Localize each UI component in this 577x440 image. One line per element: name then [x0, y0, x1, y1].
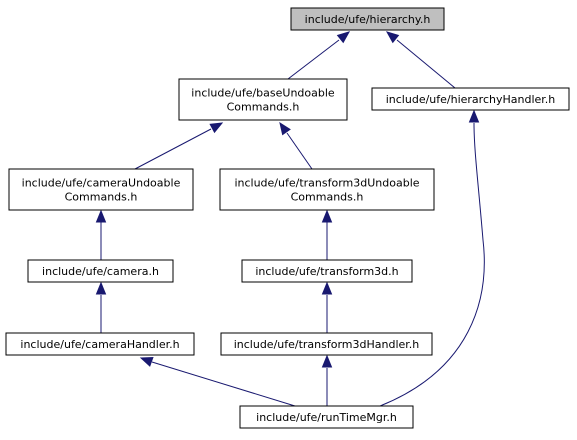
- node-label: Commands.h: [291, 191, 364, 204]
- edge-runTimeMgr-to-hierarchyHandler: [379, 109, 485, 407]
- node-box[interactable]: [290, 7, 445, 31]
- nodes-layer: include/ufe/hierarchy.h include/ufe/baseU…: [5, 7, 570, 429]
- arrowhead-icon: [139, 357, 154, 367]
- node-box[interactable]: [178, 78, 348, 121]
- node-box[interactable]: [241, 259, 413, 283]
- node-runTimeMgr[interactable]: include/ufe/runTimeMgr.h: [239, 405, 414, 429]
- node-camera[interactable]: include/ufe/camera.h: [27, 259, 174, 283]
- arrowhead-icon: [279, 121, 291, 136]
- node-label: Commands.h: [227, 101, 300, 114]
- edge-line: [134, 128, 212, 170]
- arrowhead-icon: [321, 281, 333, 295]
- arrowhead-icon: [321, 209, 333, 223]
- edge-baseUndoableCommands-to-hierarchy: [287, 31, 351, 80]
- node-box[interactable]: [5, 332, 195, 356]
- node-label: include/ufe/hierarchyHandler.h: [386, 93, 556, 106]
- arrowhead-icon: [95, 281, 107, 295]
- node-label: include/ufe/transform3dHandler.h: [234, 338, 420, 351]
- edge-line: [151, 361, 296, 407]
- edge-hierarchyHandler-to-hierarchy: [385, 31, 456, 89]
- node-box[interactable]: [220, 332, 433, 356]
- arrowhead-icon: [321, 354, 333, 368]
- node-hierarchy[interactable]: include/ufe/hierarchy.h: [290, 7, 445, 31]
- node-label: include/ufe/runTimeMgr.h: [256, 411, 397, 424]
- edge-transform3dUndoableCommands-to-baseUndoableCommands: [279, 121, 313, 170]
- arrowhead-icon: [468, 109, 480, 123]
- node-label: include/ufe/baseUndoable: [191, 87, 335, 100]
- edge-line: [379, 122, 485, 407]
- node-label: include/ufe/cameraUndoable: [22, 177, 181, 190]
- edge-cameraUndoableCommands-to-baseUndoableCommands: [134, 122, 224, 170]
- arrowhead-icon: [209, 122, 224, 134]
- node-label: include/ufe/hierarchy.h: [305, 13, 431, 26]
- node-label: include/ufe/transform3d.h: [255, 265, 398, 278]
- arrowhead-icon: [385, 31, 400, 44]
- node-box[interactable]: [8, 168, 194, 211]
- node-transform3dHandler[interactable]: include/ufe/transform3dHandler.h: [220, 332, 433, 356]
- edge-line: [287, 39, 340, 80]
- node-box[interactable]: [239, 405, 414, 429]
- arrowhead-icon: [95, 209, 107, 223]
- edge-runTimeMgr-to-cameraHandler: [139, 357, 296, 407]
- node-box[interactable]: [27, 259, 174, 283]
- node-label: include/ufe/cameraHandler.h: [20, 338, 179, 351]
- node-label: include/ufe/transform3dUndoable: [234, 177, 419, 190]
- arrowhead-icon: [336, 31, 351, 44]
- edge-cameraHandler-to-camera: [95, 281, 107, 333]
- edge-transform3d-to-transform3dUndoableCommands: [321, 209, 333, 260]
- node-box[interactable]: [371, 87, 570, 111]
- node-label: include/ufe/camera.h: [42, 265, 159, 278]
- node-hierarchyHandler[interactable]: include/ufe/hierarchyHandler.h: [371, 87, 570, 111]
- node-transform3d[interactable]: include/ufe/transform3d.h: [241, 259, 413, 283]
- edge-camera-to-cameraUndoableCommands: [95, 209, 107, 260]
- edges-layer: [95, 31, 485, 407]
- edge-transform3dHandler-to-transform3d: [321, 281, 333, 333]
- node-transform3dUndoableCommands[interactable]: include/ufe/transform3dUndoableCommands.…: [219, 168, 435, 211]
- edge-runTimeMgr-to-transform3dHandler: [321, 354, 333, 406]
- node-box[interactable]: [219, 168, 435, 211]
- edge-line: [396, 39, 456, 89]
- node-label: Commands.h: [65, 191, 138, 204]
- node-cameraHandler[interactable]: include/ufe/cameraHandler.h: [5, 332, 195, 356]
- edge-line: [286, 132, 313, 170]
